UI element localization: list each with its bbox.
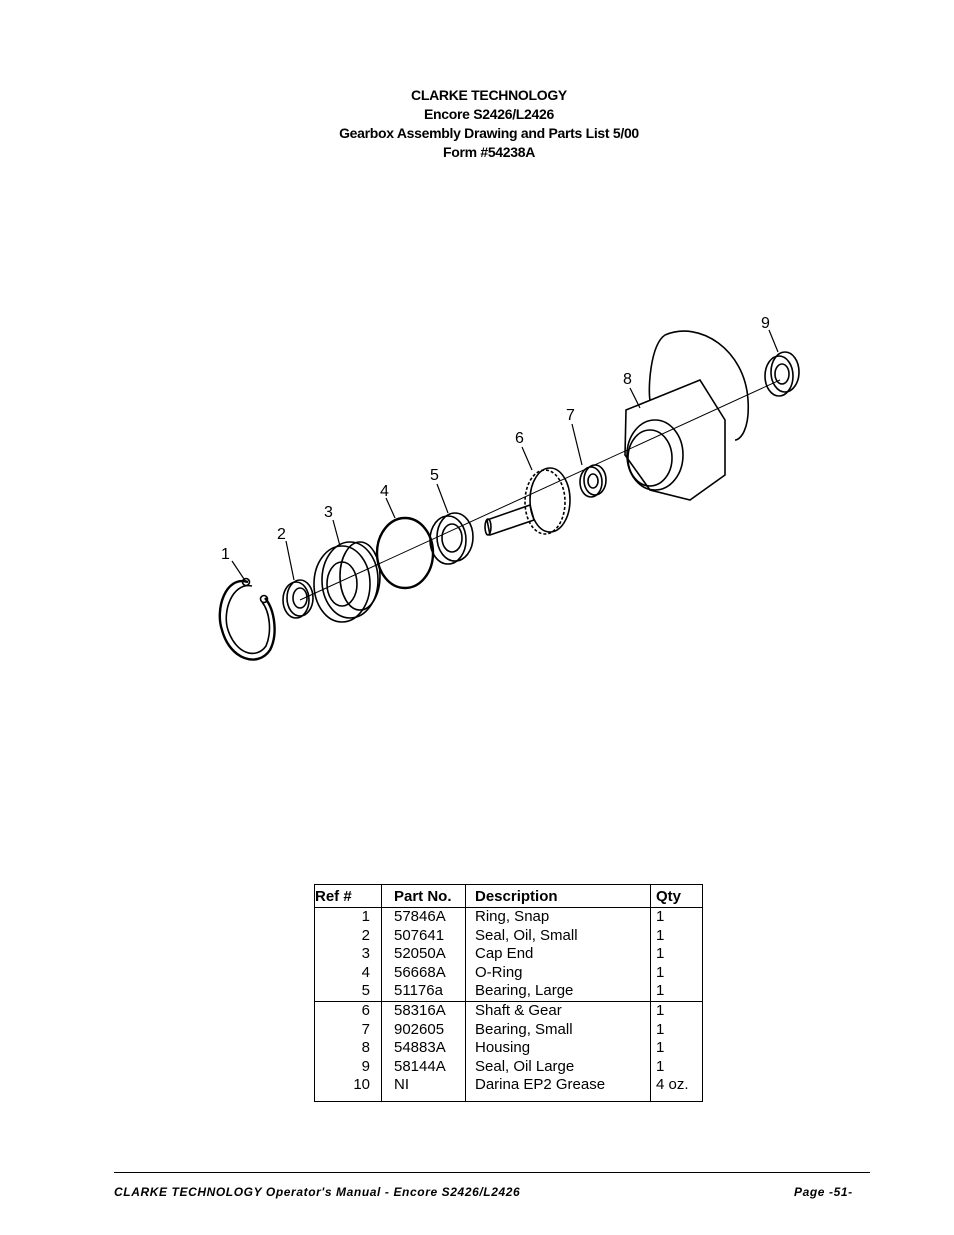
description-cell: Ring, Snap <box>465 907 651 927</box>
qty-cell: 1 <box>650 963 703 983</box>
small-oil-seal-part <box>282 579 314 619</box>
qty-cell: 4 oz. <box>650 1076 703 1102</box>
callout-9: 9 <box>761 315 770 332</box>
qty-cell: 1 <box>650 1020 703 1040</box>
snap-ring-part <box>218 577 276 661</box>
callout-1: 1 <box>221 546 230 563</box>
description-cell: Darina EP2 Grease <box>465 1076 651 1102</box>
table-row: 9 58144A Seal, Oil Large 1 <box>314 1057 703 1077</box>
gearbox-exploded-drawing: 1 2 3 4 5 6 7 8 9 <box>218 315 800 661</box>
qty-cell: 1 <box>650 1039 703 1058</box>
part-no-cell: 507641 <box>381 926 466 946</box>
description-cell: Cap End <box>465 945 651 964</box>
shaft-and-gear-part <box>484 467 571 537</box>
parts-list-table: Ref # Part No. Description Qty 1 57846A … <box>314 884 703 1102</box>
header-part-no: Part No. <box>381 884 466 908</box>
housing-part <box>624 330 750 501</box>
ref-cell: 5 <box>314 982 382 1002</box>
assembly-axis-line <box>299 379 781 601</box>
table-row: 5 51176a Bearing, Large 1 <box>314 982 703 1002</box>
part-no-cell: 902605 <box>381 1020 466 1040</box>
table-row: 1 57846A Ring, Snap 1 <box>314 907 703 927</box>
table-row: 3 52050A Cap End 1 <box>314 945 703 964</box>
footer-manual-title: CLARKE TECHNOLOGY Operator's Manual - En… <box>114 1185 521 1199</box>
part-no-cell: 58144A <box>381 1057 466 1077</box>
qty-cell: 1 <box>650 1057 703 1077</box>
company-title: CLARKE TECHNOLOGY <box>411 87 567 103</box>
ref-cell: 9 <box>314 1057 382 1077</box>
form-number: Form #54238A <box>442 144 536 160</box>
table-row: 7 902605 Bearing, Small 1 <box>314 1020 703 1040</box>
document-title: Gearbox Assembly Drawing and Parts List … <box>339 125 639 141</box>
table-header-row: Ref # Part No. Description Qty <box>314 884 703 908</box>
table-row: 6 58316A Shaft & Gear 1 <box>314 1001 703 1021</box>
small-bearing-part <box>579 464 607 498</box>
qty-cell: 1 <box>650 982 703 1002</box>
qty-cell: 1 <box>650 926 703 946</box>
header-qty: Qty <box>650 884 703 908</box>
callout-4: 4 <box>380 483 389 500</box>
table-row: 10 NI Darina EP2 Grease 4 oz. <box>314 1076 703 1102</box>
ref-cell: 6 <box>314 1001 382 1021</box>
table-row: 8 54883A Housing 1 <box>314 1039 703 1058</box>
description-cell: O-Ring <box>465 963 651 983</box>
part-no-cell: 51176a <box>381 982 466 1002</box>
ref-cell: 3 <box>314 945 382 964</box>
qty-cell: 1 <box>650 1001 703 1021</box>
description-cell: Bearing, Large <box>465 982 651 1002</box>
header-ref: Ref # <box>314 884 382 908</box>
ref-cell: 2 <box>314 926 382 946</box>
callout-7: 7 <box>566 407 575 424</box>
header-description: Description <box>465 884 651 908</box>
o-ring-part <box>375 516 435 590</box>
part-no-cell: 57846A <box>381 907 466 927</box>
description-cell: Shaft & Gear <box>465 1001 651 1021</box>
end-cap-part <box>313 541 381 623</box>
part-no-cell: 58316A <box>381 1001 466 1021</box>
table-row: 4 56668A O-Ring 1 <box>314 963 703 983</box>
ref-cell: 7 <box>314 1020 382 1040</box>
footer-divider <box>114 1172 870 1173</box>
callout-leaders <box>231 329 779 583</box>
callout-5: 5 <box>430 467 439 484</box>
description-cell: Bearing, Small <box>465 1020 651 1040</box>
description-cell: Seal, Oil, Small <box>465 926 651 946</box>
part-no-cell: 54883A <box>381 1039 466 1058</box>
part-no-cell: NI <box>381 1076 466 1102</box>
callout-3: 3 <box>324 504 333 521</box>
qty-cell: 1 <box>650 907 703 927</box>
description-cell: Seal, Oil Large <box>465 1057 651 1077</box>
ref-cell: 1 <box>314 907 382 927</box>
large-bearing-part <box>429 512 474 565</box>
document-header: CLARKE TECHNOLOGY Encore S2426/L2426 Gea… <box>0 86 954 162</box>
model-title: Encore S2426/L2426 <box>423 106 555 122</box>
qty-cell: 1 <box>650 945 703 964</box>
callout-6: 6 <box>515 430 524 447</box>
callout-8: 8 <box>623 371 632 388</box>
description-cell: Housing <box>465 1039 651 1058</box>
footer-page-number: Page -51- <box>794 1185 853 1199</box>
ref-cell: 8 <box>314 1039 382 1058</box>
ref-cell: 4 <box>314 963 382 983</box>
ref-cell: 10 <box>314 1076 382 1102</box>
callout-2: 2 <box>277 526 286 543</box>
large-oil-seal-part <box>764 351 800 397</box>
part-no-cell: 56668A <box>381 963 466 983</box>
part-no-cell: 52050A <box>381 945 466 964</box>
table-row: 2 507641 Seal, Oil, Small 1 <box>314 926 703 946</box>
